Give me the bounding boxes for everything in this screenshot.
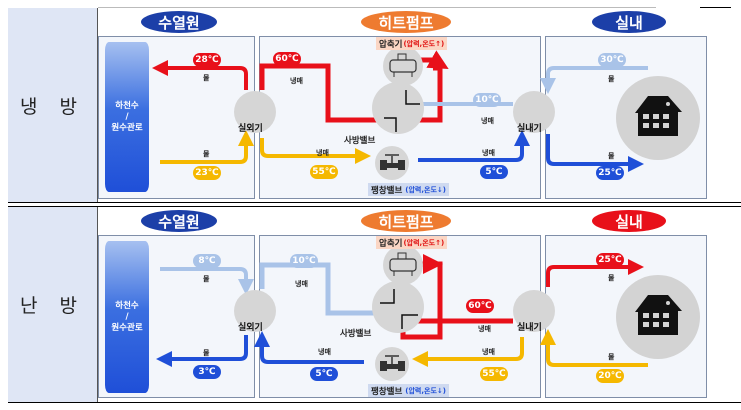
expansion-valve-note: (압력,온도↓)	[405, 185, 446, 194]
cooling-row: 냉 방 수열원 히트펌프 실내 하천수 / 원수관로	[8, 8, 741, 202]
refrigerant-label: 냉매	[482, 149, 495, 157]
tower-text-2: /	[125, 311, 129, 322]
refrigerant-label: 냉매	[478, 325, 491, 333]
temp-source-top: 8℃	[193, 254, 221, 268]
cooling-flow-diagram	[152, 46, 700, 180]
header-heatpump: 히트펌프	[361, 11, 451, 33]
compressor-note: (압력,온도↑)	[403, 39, 445, 48]
temp-refrigerant-return: 10℃	[473, 93, 501, 107]
outdoor-unit-icon	[234, 91, 276, 133]
header-heatpump: 히트펌프	[361, 210, 451, 232]
temp-refrigerant-warm: 55℃	[310, 165, 338, 179]
refrigerant-label: 냉매	[295, 280, 308, 288]
refrigerant-label: 냉매	[318, 348, 331, 356]
tower-text-2: /	[125, 111, 129, 122]
water-label: 물	[203, 275, 210, 283]
tower-text-1: 하천수	[115, 300, 139, 311]
water-label: 물	[608, 75, 615, 83]
expansion-valve-label: 팽창밸브(압력,온도↓)	[368, 183, 449, 196]
expansion-valve-label: 팽창밸브(압력,온도↓)	[368, 384, 449, 397]
tower-text-3: 원수관로	[111, 322, 143, 333]
header-source: 수열원	[141, 11, 217, 33]
tower-text-1: 하천수	[115, 100, 139, 111]
indoor-unit-label: 실내기	[517, 323, 542, 333]
temp-indoor-top: 25℃	[596, 253, 624, 267]
four-way-valve-label: 사방밸브	[344, 136, 376, 146]
bottom-border	[8, 402, 741, 403]
water-label: 물	[203, 349, 210, 357]
compressor-label: 압축기(압력,온도↑)	[376, 37, 448, 50]
indoor-unit-icon	[513, 290, 555, 332]
compressor-label: 압축기(압력,온도↑)	[376, 236, 448, 249]
temp-refrigerant-cold: 5℃	[310, 367, 338, 381]
temp-source-bottom: 23℃	[193, 166, 221, 180]
mode-label-cooling: 냉 방	[8, 8, 97, 202]
heating-row: 난 방 수열원 히트펌프 실내 하천수 / 원수관로	[8, 207, 741, 402]
row-divider-1	[8, 202, 741, 203]
refrigerant-label: 냉매	[290, 77, 303, 85]
header-indoor: 실내	[592, 210, 666, 232]
temp-refrigerant-warm: 55℃	[480, 367, 508, 381]
water-source-tower: 하천수 / 원수관로	[105, 42, 149, 192]
indoor-unit-icon	[513, 91, 555, 133]
temp-refrigerant-hot: 60℃	[273, 52, 301, 66]
temp-indoor-bottom: 20℃	[596, 369, 624, 383]
header-source: 수열원	[141, 210, 217, 232]
column-separator	[97, 8, 98, 202]
temp-source-bottom: 3℃	[193, 365, 221, 379]
refrigerant-label: 냉매	[481, 117, 494, 125]
water-source-tower: 하천수 / 원수관로	[105, 241, 149, 393]
outdoor-unit-label: 실외기	[238, 124, 263, 134]
outdoor-unit-label: 실외기	[238, 323, 263, 333]
temp-source-top: 28℃	[193, 53, 221, 67]
tower-text-3: 원수관로	[111, 122, 143, 133]
compressor-name: 압축기	[379, 39, 403, 50]
temp-indoor-bottom: 25℃	[596, 166, 624, 180]
refrigerant-label: 냉매	[316, 149, 329, 157]
compressor-name: 압축기	[379, 238, 403, 249]
column-separator	[97, 207, 98, 402]
compressor-note: (압력,온도↑)	[403, 238, 445, 247]
temp-refrigerant-cold: 5℃	[480, 165, 508, 179]
outdoor-unit-icon	[234, 290, 276, 332]
water-label: 물	[608, 152, 615, 160]
top-border-right	[700, 7, 731, 8]
indoor-unit-label: 실내기	[517, 124, 542, 134]
heating-flow-diagram	[156, 245, 700, 381]
mode-label-heating: 난 방	[8, 207, 97, 402]
top-border	[98, 7, 656, 8]
temp-refrigerant-return: 10℃	[290, 254, 318, 268]
expansion-valve-name: 팽창밸브	[371, 185, 403, 196]
water-label: 물	[203, 150, 210, 158]
four-way-valve-label: 사방밸브	[340, 329, 372, 339]
water-label: 물	[608, 274, 615, 282]
expansion-valve-note: (압력,온도↓)	[405, 386, 446, 395]
water-label: 물	[203, 74, 210, 82]
temp-refrigerant-hot: 60℃	[466, 299, 494, 313]
refrigerant-label: 냉매	[482, 348, 495, 356]
header-indoor: 실내	[592, 11, 666, 33]
expansion-valve-name: 팽창밸브	[371, 386, 403, 397]
temp-indoor-top: 30℃	[598, 53, 626, 67]
row-divider-2	[8, 206, 741, 207]
water-label: 물	[608, 353, 615, 361]
